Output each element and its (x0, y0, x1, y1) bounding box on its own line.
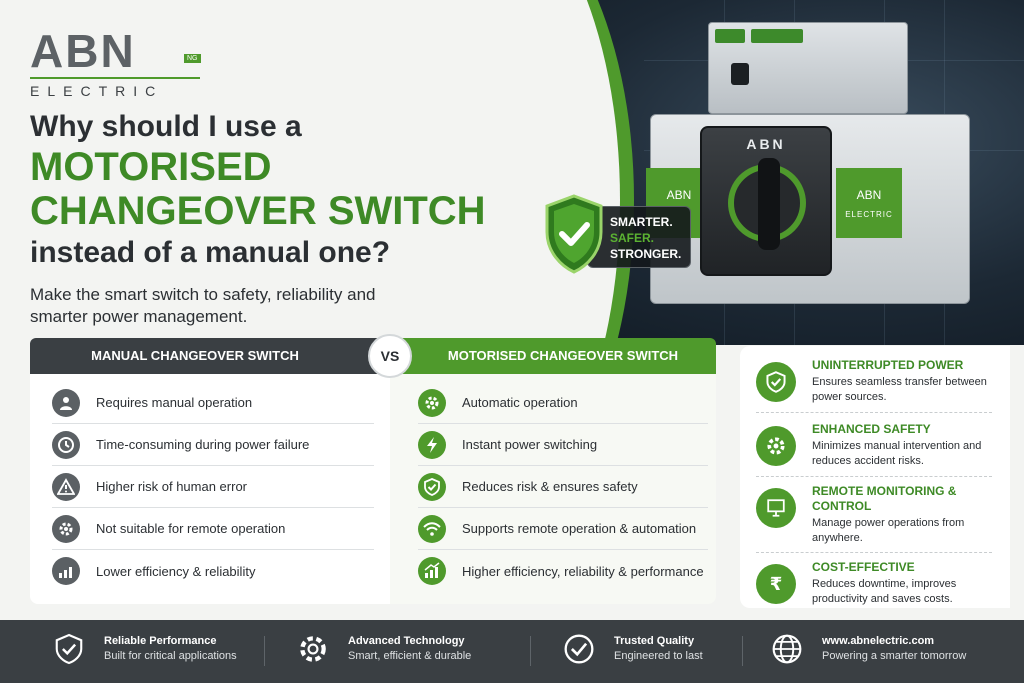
motorised-row: Automatic operation (418, 382, 708, 424)
monitor-icon (756, 488, 796, 528)
motorised-row-text: Automatic operation (462, 395, 578, 410)
user-icon (52, 388, 80, 417)
side-plate-right: ABN ELECTRIC (836, 168, 902, 238)
subheadline: Make the smart switch to safety, reliabi… (30, 285, 376, 326)
manual-row-text: Lower efficiency & reliability (96, 563, 256, 579)
footer-desc: Engineered to last (614, 650, 703, 662)
motorised-row-text: Reduces risk & ensures safety (462, 479, 638, 494)
manual-row-text: Time-consuming during power failure (96, 437, 310, 452)
wifi-icon (418, 514, 446, 543)
footer-title: Advanced Technology (348, 635, 465, 647)
manual-row: Higher risk of human error (52, 466, 374, 508)
brand-name: ABN (30, 25, 136, 77)
benefit-desc: Reduces downtime, improves productivity … (812, 578, 957, 605)
shield-check-icon (52, 632, 86, 666)
check-circle-icon (562, 632, 596, 666)
plate-name: ABN (856, 188, 882, 202)
controller-module (708, 22, 908, 114)
comparison-table: MANUAL CHANGEOVER SWITCH MOTORISED CHANG… (30, 334, 716, 604)
benefit-item: REMOTE MONITORING & CONTROL Manage power … (756, 484, 996, 546)
badge-line-2: SAFER. (610, 231, 655, 245)
website-link[interactable]: www.abnelectric.com (822, 635, 935, 647)
motorised-row-text: Supports remote operation & automation (462, 521, 697, 536)
clock-icon (52, 430, 80, 459)
motorised-row-text: Higher efficiency, reliability & perform… (462, 563, 704, 579)
motorised-row: Supports remote operation & automation (418, 508, 708, 550)
benefit-item: ENHANCED SAFETY Minimizes manual interven… (756, 422, 996, 469)
brand-sub: ELECTRIC (30, 83, 164, 99)
chart-up-icon (418, 557, 446, 585)
manual-row: Lower efficiency & reliability (52, 550, 374, 592)
bolt-icon (418, 430, 446, 459)
headline-line-3: CHANGEOVER SWITCH (30, 189, 486, 233)
benefit-title: REMOTE MONITORING & CONTROL (812, 484, 957, 513)
chart-icon (52, 557, 80, 585)
smarter-safer-badge: SMARTER. SAFER. STRONGER. (543, 192, 691, 276)
gear-icon (52, 514, 80, 543)
warning-icon (52, 472, 80, 501)
motorised-row-text: Instant power switching (462, 437, 598, 452)
shield-check-icon (756, 362, 796, 402)
footer-title: Reliable Performance (104, 635, 217, 647)
badge-line-3: STRONGER. (610, 247, 682, 261)
footer-desc: Powering a smarter tomorrow (822, 650, 967, 662)
benefit-item: ₹ COST-EFFECTIVE Reduces downtime, improv… (756, 560, 996, 607)
headline-line-1: Why should I use a (30, 110, 302, 143)
manual-row-text: Requires manual operation (96, 395, 253, 410)
manual-row: Requires manual operation (52, 382, 374, 424)
headline-line-4: instead of a manual one? (30, 236, 391, 269)
benefits-panel: UNINTERRUPTED POWER Ensures seamless tran… (740, 346, 1010, 608)
motorised-column-header: MOTORISED CHANGEOVER SWITCH (390, 338, 716, 374)
benefit-desc: Minimizes manual intervention and reduce… (812, 440, 982, 467)
motorised-row: Higher efficiency, reliability & perform… (418, 550, 708, 592)
footer-desc: Smart, efficient & durable (348, 650, 472, 662)
changeover-switch-device: ABN ABN ELECTRIC ABN (640, 22, 980, 322)
benefit-title: UNINTERRUPTED POWER (812, 358, 964, 372)
manual-row: Not suitable for remote operation (52, 508, 374, 550)
benefit-desc: Manage power operations from anywhere. (812, 517, 965, 544)
gear-icon (418, 388, 446, 417)
gear-icon (756, 426, 796, 466)
dial-handle (758, 158, 780, 250)
gear-icon (296, 632, 330, 666)
manual-row: Time-consuming during power failure (52, 424, 374, 466)
manual-row-text: Not suitable for remote operation (96, 521, 286, 536)
benefit-desc: Ensures seamless transfer between power … (812, 376, 987, 403)
plate-sub: ELECTRIC (845, 210, 893, 219)
rupee-icon: ₹ (756, 564, 796, 604)
front-panel: ABN (700, 126, 832, 276)
brand-logo: ABN NG ELECTRIC (30, 28, 205, 99)
front-logo: ABN (746, 136, 786, 152)
shield-check-icon (418, 472, 446, 501)
shield-check-icon (545, 194, 603, 274)
benefit-title: COST-EFFECTIVE (812, 560, 915, 574)
manual-column-header: MANUAL CHANGEOVER SWITCH (30, 338, 390, 374)
globe-icon (770, 632, 804, 666)
vs-badge: VS (368, 334, 412, 378)
manual-row-text: Higher risk of human error (96, 479, 247, 494)
motorised-row: Instant power switching (418, 424, 708, 466)
benefit-item: UNINTERRUPTED POWER Ensures seamless tran… (756, 358, 996, 405)
benefit-title: ENHANCED SAFETY (812, 422, 931, 436)
headline-line-2: MOTORISED (30, 145, 272, 189)
badge-line-1: SMARTER. (610, 215, 673, 229)
footer-desc: Built for critical applications (104, 650, 237, 662)
motorised-row: Reduces risk & ensures safety (418, 466, 708, 508)
brand-badge: NG (184, 54, 201, 63)
footer-title: Trusted Quality (614, 635, 695, 647)
